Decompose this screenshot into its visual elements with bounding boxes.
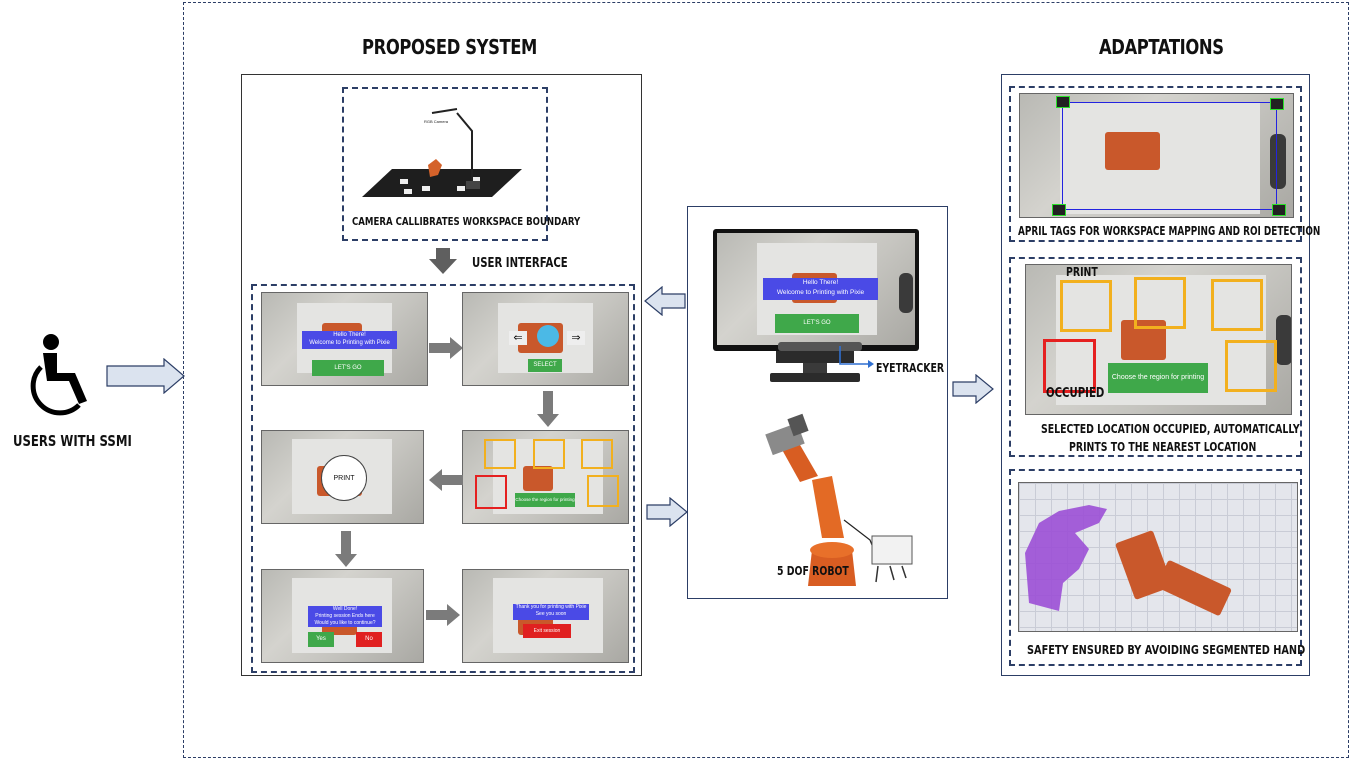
april-tags-image [1019, 93, 1294, 218]
april-tags-caption: APRIL TAGS FOR WORKSPACE MAPPING AND ROI… [1018, 224, 1321, 238]
five-dof-robot-illustration [760, 410, 920, 590]
left-arrow-icon[interactable]: ⇐ [509, 331, 527, 345]
monitor-line2: Welcome to Printing with Pixie [776, 289, 865, 296]
welcome-line2: Welcome to Printing with Pixie [309, 340, 390, 346]
print-label: PRINT [1066, 265, 1098, 279]
thank-you-banner: Thank you for printing with Pixie See yo… [513, 604, 589, 620]
occupied-caption-line1: SELECTED LOCATION OCCUPIED, AUTOMATICALL… [1041, 422, 1300, 436]
choose-region-prompt: Choose the region for printing [515, 493, 575, 507]
print-label: PRINT [333, 475, 355, 482]
monitor-welcome-banner: Hello There! Welcome to Printing with Pi… [763, 278, 878, 300]
camera-calibration-box: RGB Camera CAMERA CALLIBRATES WORKSPACE … [342, 87, 580, 241]
ui-screen-select: ⇐ ⇒ SELECT [462, 292, 629, 386]
hardware-panel [687, 206, 948, 599]
arrow-ui-3-4 [428, 468, 464, 497]
arrow-ui-1-2 [428, 336, 464, 365]
adaptation-hand-safety: SAFETY ENSURED BY AVOIDING SEGMENTED HAN… [1009, 469, 1306, 666]
arrow-users-to-system [106, 357, 186, 399]
welcome-line1: Hello There! [333, 332, 366, 338]
gear-cluster-icon [537, 325, 559, 347]
system-boundary [183, 2, 1349, 758]
print-circle-button[interactable]: PRINT [321, 455, 367, 501]
right-arrow-icon[interactable]: ⇒ [567, 331, 585, 345]
arrow-camera-to-ui [428, 247, 458, 280]
ui-screen-continue: Well Done! Printing session Ends here Wo… [261, 569, 424, 663]
eyetracker-device [778, 342, 862, 351]
roi-box[interactable] [1060, 280, 1112, 332]
arrow-ui-4-5 [334, 530, 358, 573]
ui-screen-choose-region: Choose the region for printing [462, 430, 629, 524]
monitor-lets-go-button[interactable]: LET'S GO [775, 314, 859, 333]
occupied-choose-prompt: Choose the region for printing [1108, 363, 1208, 393]
roi-box[interactable] [1225, 340, 1277, 392]
proposed-system-panel [241, 74, 642, 676]
april-tag-icon [1270, 98, 1284, 110]
segmented-hand-icon [1025, 505, 1107, 611]
user-interface-box [251, 284, 635, 673]
proposed-system-heading: PROPOSED SYSTEM [362, 35, 537, 59]
lets-go-button[interactable]: LET'S GO [312, 360, 384, 376]
april-tag-icon [1056, 96, 1070, 108]
april-tag-icon [1052, 204, 1066, 216]
ui-screen-welcome: Hello There! Welcome to Printing with Pi… [261, 292, 428, 386]
robot-label: 5 DOF ROBOT [777, 564, 849, 578]
rgb-camera-label: RGB Camera [424, 119, 449, 124]
occupied-label: OCCUPIED [1046, 386, 1105, 401]
continue-banner: Well Done! Printing session Ends here Wo… [308, 606, 382, 627]
adaptations-heading: ADAPTATIONS [1099, 35, 1224, 59]
roi-box[interactable] [1134, 277, 1186, 329]
monitor: Hello There! Welcome to Printing with Pi… [713, 229, 919, 351]
eyetracker-label: EYETRACKER [876, 361, 945, 375]
occupied-roi-box[interactable] [1043, 339, 1096, 393]
arrow-ui-2-3 [536, 390, 560, 433]
monitor-line1: Hello There! [802, 279, 839, 286]
monitor-stand [770, 351, 860, 383]
roi-rectangle [1062, 102, 1277, 210]
exit-session-button[interactable]: Exit session [523, 624, 571, 638]
adaptations-panel [1001, 74, 1310, 676]
arrow-to-adaptations [952, 373, 994, 409]
continue-line3: Would you like to continue? [314, 620, 376, 626]
ui-screen-exit: Thank you for printing with Pixie See yo… [462, 569, 629, 663]
thank-you-line2: See you soon [535, 611, 567, 617]
user-interface-label: USER INTERFACE [472, 256, 568, 271]
welcome-banner: Hello There! Welcome to Printing with Pi… [302, 331, 397, 349]
adaptation-occupied-location: Choose the region for printing PRINT OCC… [1009, 257, 1302, 457]
monitor-screen: Hello There! Welcome to Printing with Pi… [717, 233, 915, 345]
no-button[interactable]: No [356, 632, 382, 647]
segmented-hand-image [1018, 482, 1298, 632]
roi-box[interactable] [1211, 279, 1263, 331]
users-label: USERS WITH SSMI [13, 432, 132, 450]
camera-caption: CAMERA CALLIBRATES WORKSPACE BOUNDARY [352, 215, 581, 228]
arrow-monitor-to-ui [644, 285, 686, 321]
continue-line1: Well Done! [332, 606, 358, 612]
adaptation-april-tags: APRIL TAGS FOR WORKSPACE MAPPING AND ROI… [1009, 86, 1320, 242]
camera-rig-illustration: RGB Camera [362, 108, 522, 197]
yes-button[interactable]: Yes [308, 632, 334, 647]
arrow-ui-5-6 [425, 603, 461, 632]
select-button[interactable]: SELECT [528, 359, 562, 372]
ui-screen-print: PRINT [261, 430, 424, 524]
april-tag-icon [1272, 204, 1286, 216]
eyetracker-pointer [834, 344, 874, 375]
occupied-location-image: Choose the region for printing [1025, 264, 1292, 415]
arrow-ui-to-monitor [646, 496, 688, 532]
thank-you-line1: Thank you for printing with Pixie [515, 604, 587, 610]
occupied-caption-line2: PRINTS TO THE NEAREST LOCATION [1069, 440, 1257, 454]
hand-safety-caption: SAFETY ENSURED BY AVOIDING SEGMENTED HAN… [1027, 642, 1306, 657]
wheelchair-user-icon [27, 333, 103, 423]
continue-line2: Printing session Ends here [315, 613, 375, 619]
